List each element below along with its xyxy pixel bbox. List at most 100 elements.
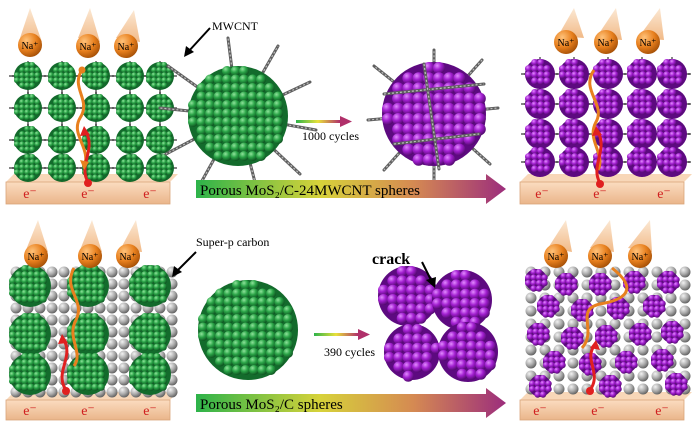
nanoparticle [73,283,81,291]
nanoparticle [97,136,104,143]
nanoparticle [147,365,155,373]
nanoparticle [447,331,459,343]
nanoparticle [531,59,539,67]
nanoparticle [223,305,234,316]
nanoparticle [29,136,36,143]
nanoparticle [240,348,251,358]
green-sphere [82,154,110,182]
nanoparticle [141,277,149,285]
sphere-core [665,373,687,395]
nanoparticle [247,108,258,119]
nanoparticle [19,136,26,143]
nanoparticle [79,377,87,385]
carbon-particle [679,266,691,278]
nanoparticle [19,146,26,153]
nanoparticle [21,319,29,327]
nanoparticle [14,77,20,84]
nanoparticle [121,159,128,166]
nanoparticle [525,131,533,139]
nanoparticle [53,169,60,176]
nanoparticle [559,125,567,133]
nanoparticle [605,131,613,139]
nanoparticle [215,348,225,358]
ion-trail [628,220,652,252]
nanoparticle [213,125,224,136]
sphere-core [651,349,673,371]
nanoparticle [605,77,613,85]
nanoparticle [9,325,17,333]
nanoparticle [27,277,35,285]
nanoparticle [58,169,65,176]
nanoparticle [639,147,647,155]
nanoparticle [577,153,585,161]
carbon-particle [679,279,691,291]
nanoparticle [222,66,232,76]
purple-cluster-array [525,59,687,177]
nanoparticle [97,94,104,100]
nanoparticle [19,159,26,166]
nanoparticle [671,321,679,328]
nanoparticle [232,280,242,290]
nanoparticle [39,343,47,351]
nanoparticle [126,72,133,79]
nanoparticle [68,164,75,171]
nanoparticle [102,109,109,116]
nanoparticle [675,153,683,161]
nanoparticle [274,331,285,341]
nanoparticle [415,312,427,324]
nanoparticle [102,164,109,171]
nanoparticle [198,322,208,333]
nanoparticle [456,368,468,380]
nanoparticle [166,159,173,166]
purple-fragment [657,271,680,294]
cycle-arrow-top: 1000 cycles [296,116,359,143]
carbon-particle [106,326,118,338]
purple-fragment [615,351,638,374]
nanoparticle [87,169,94,176]
nanoparticle [531,107,539,115]
nanoparticle [121,146,128,153]
nanoparticle [633,137,641,145]
nanoparticle [126,159,133,166]
nanoparticle [653,300,661,307]
nanoparticle [443,102,456,115]
nanoparticle [87,67,94,74]
nanoparticle [97,77,104,84]
nanoparticle [274,348,285,358]
ion-path [69,267,80,367]
carbon-particle [118,350,130,362]
nanoparticle [643,305,650,313]
carbon-particle [118,374,130,386]
nanoparticle [206,297,217,307]
top-pristine-electrode: Na⁺ Na⁺ Na⁺ e⁻ e⁻ e⁻ [5,8,178,205]
nanoparticle [24,104,31,111]
nanoparticle [33,365,41,373]
nanoparticle [406,303,418,315]
nanoparticle [670,378,677,385]
nanoparticle [274,305,285,316]
sphere-fragment [438,322,498,382]
nanoparticle [247,125,258,136]
nanoparticle [548,356,555,363]
nanoparticle [530,279,537,287]
nanoparticle [92,169,99,176]
electron-arrowhead [58,334,68,344]
nanoparticle [565,159,573,167]
nanoparticle [153,265,161,273]
nanoparticle [579,358,586,365]
nanoparticle [639,95,647,103]
nanoparticle [232,297,242,307]
nanoparticle [79,343,87,351]
nanoparticle [631,361,638,369]
nanoparticle [633,59,641,67]
nanoparticle [525,95,533,103]
nanoparticle [135,359,143,367]
nanoparticle [63,72,70,79]
nanoparticle [161,141,168,148]
nanoparticle [198,331,208,341]
nanoparticle [273,117,283,127]
nanoparticle [571,71,579,79]
nanoparticle [19,141,26,148]
nanoparticle [537,300,544,307]
nanoparticle [577,165,585,173]
